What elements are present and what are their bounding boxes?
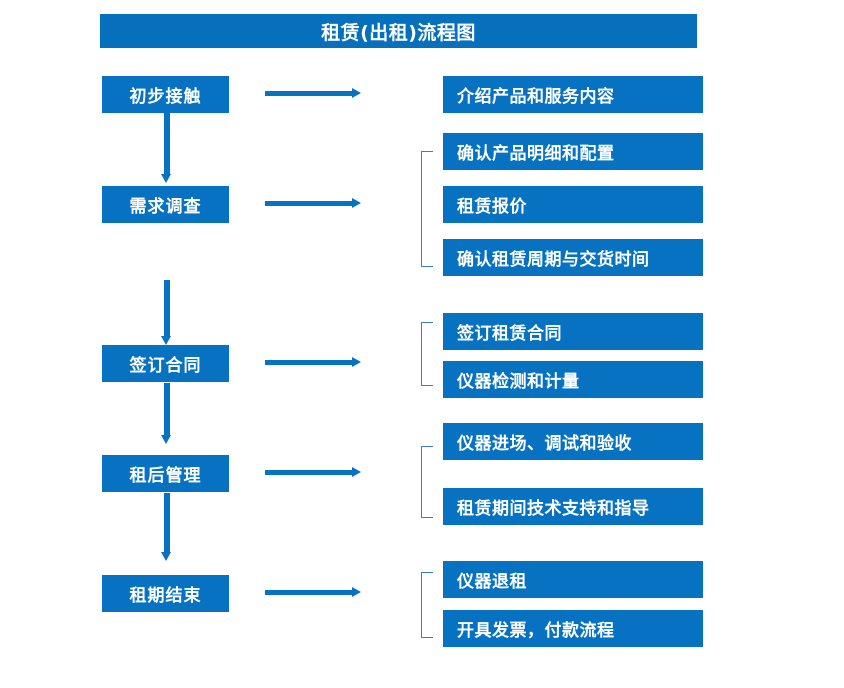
arrow-right-icon-3 bbox=[265, 357, 361, 368]
arrow-head bbox=[161, 435, 171, 444]
detail-box-4-1[interactable]: 仪器进场、调试和验收 bbox=[443, 423, 703, 460]
detail-box-3-2[interactable]: 仪器检测和计量 bbox=[443, 361, 703, 398]
arrow-down-icon-3 bbox=[161, 383, 172, 444]
group-bracket-3 bbox=[421, 322, 433, 386]
arrow-head bbox=[352, 198, 361, 208]
detail-box-5-2[interactable]: 开具发票，付款流程 bbox=[443, 610, 703, 647]
stage-box-4[interactable]: 租后管理 bbox=[102, 455, 229, 492]
arrow-shaft bbox=[265, 91, 352, 96]
arrow-right-icon-5 bbox=[265, 587, 361, 598]
arrow-shaft bbox=[164, 280, 170, 336]
stage-box-1[interactable]: 初步接触 bbox=[102, 76, 229, 113]
group-bracket-5 bbox=[421, 572, 433, 638]
arrow-shaft bbox=[164, 383, 170, 435]
arrow-shaft bbox=[265, 360, 352, 365]
arrow-head bbox=[161, 336, 171, 345]
detail-box-4-2[interactable]: 租赁期间技术支持和指导 bbox=[443, 488, 703, 525]
arrow-head bbox=[161, 174, 171, 183]
detail-box-2-1[interactable]: 确认产品明细和配置 bbox=[443, 133, 703, 170]
stage-box-3[interactable]: 签订合同 bbox=[102, 345, 229, 382]
group-bracket-2 bbox=[421, 151, 433, 267]
arrow-head bbox=[352, 587, 361, 597]
arrow-head bbox=[352, 357, 361, 367]
diagram-title: 租赁(出租)流程图 bbox=[100, 14, 697, 48]
arrow-shaft bbox=[164, 493, 170, 552]
detail-box-3-1[interactable]: 签订租赁合同 bbox=[443, 313, 703, 350]
arrow-shaft bbox=[164, 113, 170, 174]
arrow-head bbox=[352, 467, 361, 477]
detail-box-1-1[interactable]: 介绍产品和服务内容 bbox=[443, 76, 703, 113]
stage-box-2[interactable]: 需求调查 bbox=[102, 186, 229, 223]
arrow-head bbox=[352, 88, 361, 98]
arrow-head bbox=[161, 552, 171, 561]
arrow-down-icon-2 bbox=[161, 280, 172, 345]
arrow-shaft bbox=[265, 201, 352, 206]
arrow-down-icon-1 bbox=[161, 113, 172, 183]
arrow-shaft bbox=[265, 590, 352, 595]
arrow-right-icon-2 bbox=[265, 198, 361, 209]
arrow-down-icon-4 bbox=[161, 493, 172, 561]
detail-box-5-1[interactable]: 仪器退租 bbox=[443, 561, 703, 598]
arrow-shaft bbox=[265, 470, 352, 475]
detail-box-2-3[interactable]: 确认租赁周期与交货时间 bbox=[443, 239, 703, 276]
stage-box-5[interactable]: 租期结束 bbox=[102, 575, 229, 612]
arrow-right-icon-1 bbox=[265, 88, 361, 99]
arrow-right-icon-4 bbox=[265, 467, 361, 478]
group-bracket-4 bbox=[421, 446, 433, 518]
detail-box-2-2[interactable]: 租赁报价 bbox=[443, 186, 703, 223]
